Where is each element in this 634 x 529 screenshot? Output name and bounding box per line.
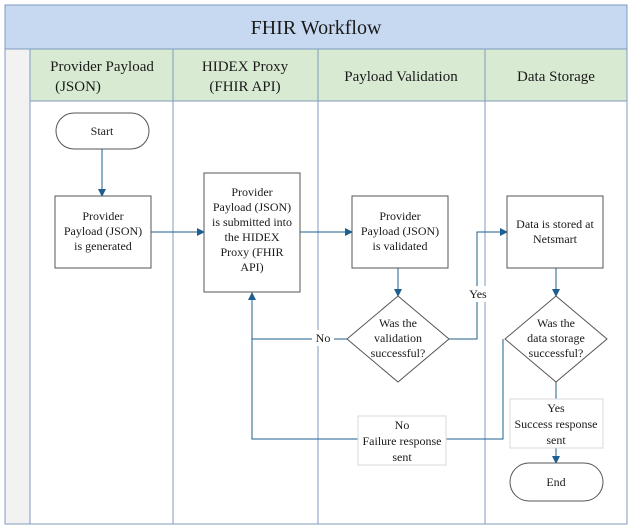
end-node-label: End	[546, 475, 565, 489]
process-data-stored-line2: Netsmart	[533, 232, 578, 246]
decision-validation-line2: validation	[374, 331, 422, 345]
lane-title-provider-line2: (JSON)	[55, 79, 101, 95]
decision-validation-line1: Was the	[379, 316, 417, 330]
process-payload-submitted-line5: Proxy (FHIR	[220, 245, 283, 259]
decision-validation-line3: successful?	[371, 346, 426, 360]
process-payload-submitted-line4: the HIDEX	[225, 230, 280, 244]
end-node	[509, 462, 604, 502]
lane-body-hidex	[172, 100, 319, 525]
label-success-response-line2: sent	[546, 433, 566, 447]
arrow-yes-to-stored	[449, 228, 508, 340]
lane-bodies	[29, 100, 628, 525]
process-payload-validated-line2: Payload (JSON)	[361, 224, 439, 238]
process-payload-generated-line1: Provider	[82, 209, 123, 223]
process-payload-validated	[351, 195, 449, 269]
process-payload-submitted	[203, 172, 301, 293]
diagram-title: FHIR Workflow	[251, 17, 382, 39]
process-data-stored	[506, 195, 604, 269]
label-failure-response-line1: Failure response	[363, 434, 442, 448]
decision-storage-line3: successful?	[529, 346, 584, 360]
label-yes-storage: Yes	[547, 401, 565, 415]
process-payload-validated-line3: is validated	[373, 239, 428, 253]
decision-storage	[504, 295, 608, 383]
label-yes-validation-bg	[465, 286, 491, 302]
label-success-bg	[509, 398, 604, 449]
lane-header-provider	[29, 48, 174, 102]
process-payload-submitted-line6: API)	[240, 260, 263, 274]
label-no-validation-bg	[312, 330, 334, 346]
title-bar	[4, 4, 628, 50]
decision-storage-line1: Was the	[537, 316, 575, 330]
start-node	[55, 112, 150, 150]
lane-title-hidex-line2: (FHIR API)	[209, 79, 280, 95]
lane-title-hidex-line1: HIDEX Proxy	[202, 59, 289, 75]
label-failure-response-line2: sent	[392, 450, 412, 464]
lane-title-storage: Data Storage	[517, 69, 595, 85]
process-payload-generated-line3: is generated	[74, 239, 132, 253]
process-data-stored-line1: Data is stored at	[516, 217, 594, 231]
decision-storage-line2: data storage	[527, 331, 585, 345]
process-payload-submitted-line2: Payload (JSON)	[213, 200, 291, 214]
process-payload-generated	[54, 195, 152, 269]
lane-header-validation	[317, 48, 486, 102]
process-payload-generated-line2: Payload (JSON)	[64, 224, 142, 238]
label-failure-bg	[357, 415, 447, 466]
left-gutter	[4, 48, 31, 525]
label-yes-validation: Yes	[469, 287, 487, 301]
process-payload-submitted-line3: is submitted into	[212, 215, 292, 229]
process-payload-submitted-line1: Provider	[231, 185, 272, 199]
label-no-storage: No	[395, 418, 410, 432]
lane-title-validation: Payload Validation	[344, 69, 458, 85]
label-no-validation: No	[316, 331, 331, 345]
label-success-response-line1: Success response	[515, 417, 598, 431]
lane-header-storage	[484, 48, 628, 102]
lane-title-provider-line1: Provider Payload	[50, 59, 154, 75]
start-node-label: Start	[91, 124, 114, 138]
lane-header-hidex	[172, 48, 319, 102]
process-payload-validated-line1: Provider	[379, 209, 420, 223]
decision-validation	[346, 295, 450, 383]
lane-headers: Provider Payload (JSON) HIDEX Proxy (FHI…	[29, 48, 628, 102]
